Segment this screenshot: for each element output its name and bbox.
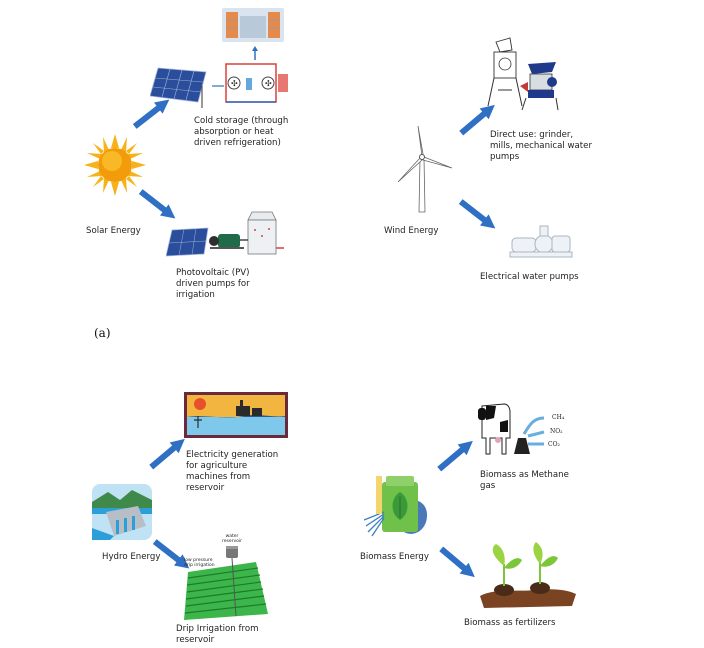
- drip-line-1: Drip Irrigation from: [176, 624, 259, 634]
- water-reservoir-tag-line-2: reservoir: [222, 539, 242, 544]
- arrow-biomass-to-methane: [435, 435, 478, 474]
- reservoir-power-plant-icon: [184, 392, 288, 438]
- grinder-mill-icon: [482, 36, 562, 112]
- methane-gas-tag: CH₄: [552, 414, 565, 421]
- methane-line-1: Biomass as Methane: [480, 470, 569, 480]
- wind-energy-label: Wind Energy: [384, 226, 439, 236]
- drip-irrigation-field-icon: [176, 532, 280, 622]
- solar-energy-label: Solar Energy: [86, 226, 141, 236]
- nitrogen-dioxide-gas-tag: NO₂: [550, 428, 563, 435]
- cold-storage-line-1: Cold storage (through: [194, 116, 289, 126]
- panel-a-label: (a): [94, 326, 111, 340]
- biomass-energy-label: Biomass Energy: [360, 552, 429, 562]
- solar-panel-icon: [150, 66, 208, 108]
- electricity-line-3: machines from: [186, 472, 251, 482]
- arrow-solar-to-cold-storage: [130, 94, 173, 132]
- pv-pump-icon: [166, 208, 286, 260]
- direct-use-line-3: pumps: [490, 152, 520, 162]
- direct-use-label: Direct use: grinder, mills, mechanical w…: [490, 130, 594, 163]
- electricity-line-1: Electricity generation: [186, 450, 279, 460]
- cold-storage-line-2: absorption or heat: [194, 127, 274, 137]
- electrical-pumps-label: Electrical water pumps: [480, 272, 579, 282]
- pv-pump-line-2: driven pumps for: [176, 279, 250, 289]
- cold-storage-line-3: driven refrigeration): [194, 138, 281, 148]
- cold-storage-label: Cold storage (through absorption or heat…: [194, 116, 294, 149]
- arrow-hydro-to-electricity: [147, 433, 190, 472]
- sun-icon: [84, 134, 146, 196]
- seedling-soil-icon: [476, 540, 580, 610]
- svg-text:✣: ✣: [231, 79, 238, 88]
- electric-water-pump-icon: [508, 222, 574, 260]
- low-pressure-tag-line-1: low pressure: [184, 558, 213, 563]
- water-reservoir-tag: water reservoir: [222, 534, 242, 544]
- wind-turbine-icon: [392, 124, 456, 214]
- methane-line-2: gas: [480, 481, 496, 491]
- svg-text:✣: ✣: [265, 79, 272, 88]
- direct-use-line-2: mills, mechanical water: [490, 141, 593, 151]
- cold-storage-warehouse-icon: [222, 8, 284, 42]
- pv-pump-line-3: irrigation: [176, 290, 215, 300]
- electricity-generation-label: Electricity generation for agriculture m…: [186, 450, 282, 494]
- water-reservoir-tag-line-1: water: [225, 534, 239, 539]
- drip-line-2: reservoir: [176, 635, 215, 645]
- biomass-bag-icon: [364, 474, 434, 538]
- carbon-dioxide-gas-tag: CO₂: [548, 441, 560, 448]
- arrow-wind-to-direct-use: [457, 99, 500, 138]
- drip-irrigation-label: Drip Irrigation from reservoir: [176, 624, 274, 646]
- methane-label: Biomass as Methane gas: [480, 470, 574, 492]
- low-pressure-tag: low pressure drip irrigation: [184, 558, 215, 568]
- hydro-dam-icon: [92, 484, 152, 540]
- direct-use-line-1: Direct use: grinder,: [490, 130, 574, 140]
- refrigeration-cycle-icon: ✣✣: [212, 46, 292, 110]
- pv-pump-label: Photovoltaic (PV) driven pumps for irrig…: [176, 268, 278, 301]
- electricity-line-2: for agriculture: [186, 461, 248, 471]
- arrow-hydro-to-drip: [150, 536, 193, 574]
- hydro-energy-label: Hydro Energy: [102, 552, 161, 562]
- arrow-biomass-to-fertilizers: [437, 543, 480, 582]
- electricity-line-4: reservoir: [186, 483, 225, 493]
- arrow-solar-to-pv-pump: [136, 186, 179, 224]
- fertilizers-label: Biomass as fertilizers: [464, 618, 556, 628]
- pv-pump-line-1: Photovoltaic (PV): [176, 268, 250, 278]
- low-pressure-tag-line-2: drip irrigation: [184, 563, 215, 568]
- arrow-wind-to-electrical-pumps: [456, 196, 499, 234]
- cow-methane-icon: [474, 398, 552, 456]
